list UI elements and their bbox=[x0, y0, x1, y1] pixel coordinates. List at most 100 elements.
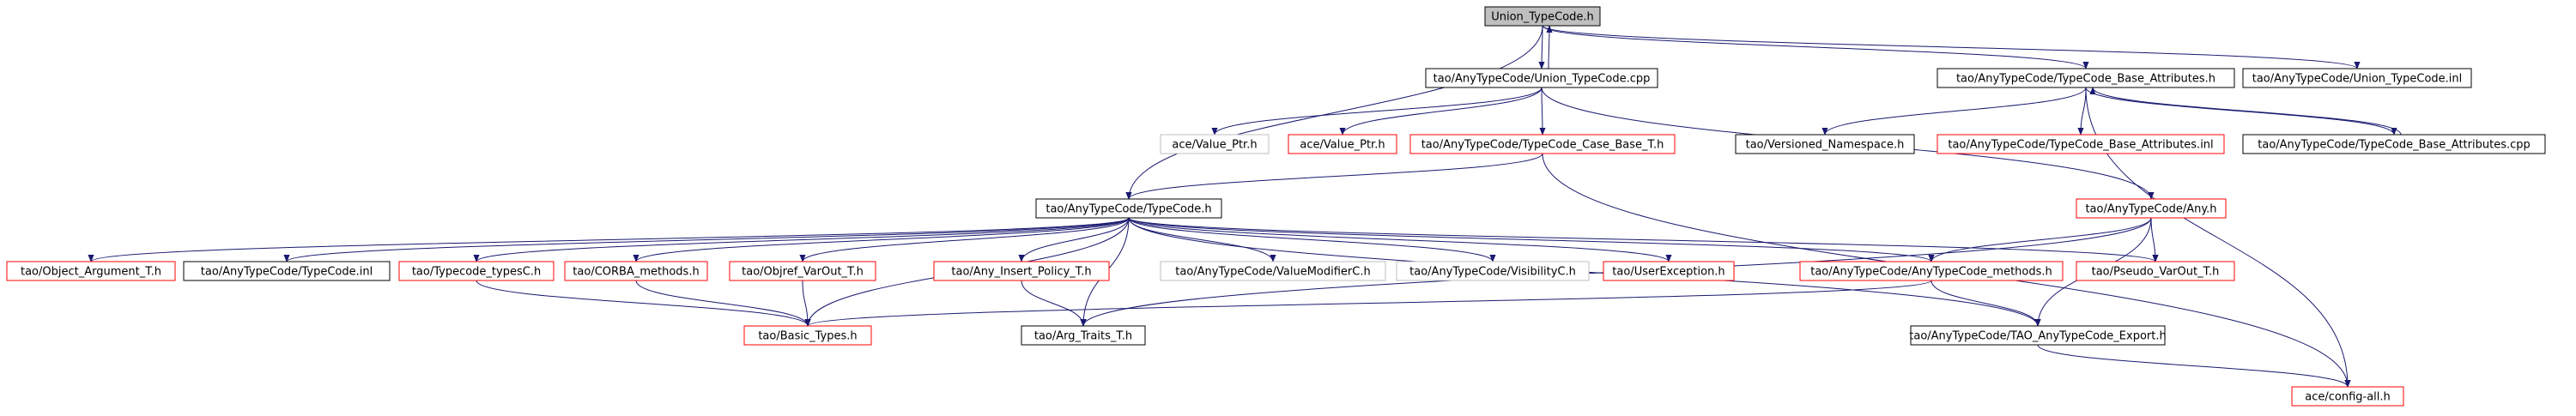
node-label: tao/Basic_Types.h bbox=[758, 330, 857, 343]
node-config[interactable]: ace/config-all.h bbox=[2291, 386, 2404, 407]
node-box bbox=[1396, 261, 1590, 281]
node-any[interactable]: tao/AnyTypeCode/Any.h bbox=[2076, 198, 2227, 219]
node-box bbox=[183, 261, 391, 281]
node-casebase[interactable]: tao/AnyTypeCode/TypeCode_Case_Base_T.h bbox=[1409, 134, 1676, 154]
node-tcba_inl[interactable]: tao/AnyTypeCode/TypeCode_Base_Attributes… bbox=[1937, 134, 2225, 154]
edge-atcm-to-basic bbox=[804, 280, 1932, 327]
edge-tcba_cpp-to-tcba_h bbox=[2089, 87, 2402, 136]
node-typecode[interactable]: tao/AnyTypeCode/TypeCode.h bbox=[1035, 198, 1222, 219]
edge-typecode-to-valmod bbox=[1128, 217, 1276, 262]
node-basic[interactable]: tao/Basic_Types.h bbox=[743, 325, 872, 346]
edge-objref-to-basic bbox=[802, 280, 811, 327]
node-box bbox=[1937, 68, 2235, 88]
node-label: tao/Versioned_Namespace.h bbox=[1746, 139, 1905, 152]
node-box bbox=[1288, 134, 1397, 154]
edge-typecode-to-pseudo bbox=[1128, 217, 2159, 262]
edge-export-to-config bbox=[2037, 344, 2351, 388]
node-box bbox=[1035, 198, 1222, 219]
node-label: tao/Any_Insert_Policy_T.h bbox=[951, 266, 1091, 279]
node-label: tao/AnyTypeCode/Union_TypeCode.cpp bbox=[1433, 73, 1651, 86]
edge-typecode-to-visib bbox=[1128, 217, 1496, 262]
node-label: tao/AnyTypeCode/VisibilityC.h bbox=[1409, 266, 1576, 279]
node-tctypes[interactable]: tao/Typecode_typesC.h bbox=[398, 261, 555, 281]
edge-corba-to-basic bbox=[635, 280, 811, 327]
node-label: tao/Typecode_typesC.h bbox=[412, 266, 541, 279]
node-label: tao/Object_Argument_T.h bbox=[21, 266, 161, 279]
node-visib[interactable]: tao/AnyTypeCode/VisibilityC.h bbox=[1396, 261, 1590, 281]
node-box bbox=[2076, 261, 2235, 281]
edge-typecode-to-tctypes bbox=[473, 217, 1130, 262]
node-box bbox=[6, 261, 176, 281]
node-label: Union_TypeCode.h bbox=[1491, 11, 1594, 24]
edge-ucpp-to-valptr_gray bbox=[1211, 87, 1543, 136]
edge-casebase-to-typecode bbox=[1125, 153, 1543, 200]
node-label: tao/CORBA_methods.h bbox=[573, 266, 699, 279]
node-box bbox=[729, 261, 876, 281]
node-box bbox=[1160, 134, 1270, 154]
node-anyins[interactable]: tao/Any_Insert_Policy_T.h bbox=[933, 261, 1110, 281]
node-label: ace/config-all.h bbox=[2305, 391, 2391, 404]
node-label: tao/Arg_Traits_T.h bbox=[1034, 330, 1132, 343]
node-box bbox=[398, 261, 555, 281]
edge-root-to-typecode bbox=[1125, 25, 1543, 200]
node-valptr_red[interactable]: ace/Value_Ptr.h bbox=[1288, 134, 1397, 154]
edge-root-to-tcba_h bbox=[1542, 25, 2089, 69]
edge-any-to-atcm bbox=[1928, 217, 2152, 262]
node-label: ace/Value_Ptr.h bbox=[1172, 139, 1257, 152]
node-pseudo[interactable]: tao/Pseudo_VarOut_T.h bbox=[2076, 261, 2235, 281]
edge-tcba_h-to-tcba_inl bbox=[2077, 87, 2087, 136]
node-box bbox=[1799, 261, 2064, 281]
node-valmod[interactable]: tao/AnyTypeCode/ValueModifierC.h bbox=[1160, 261, 1386, 281]
node-objarg[interactable]: tao/Object_Argument_T.h bbox=[6, 261, 176, 281]
node-box bbox=[743, 325, 872, 346]
node-argtr[interactable]: tao/Arg_Traits_T.h bbox=[1021, 325, 1146, 346]
edge-typecode-to-objarg bbox=[88, 217, 1130, 262]
node-tcinl[interactable]: tao/AnyTypeCode/TypeCode.inl bbox=[183, 261, 391, 281]
node-box bbox=[1735, 134, 1915, 154]
edge-typecode-to-corba bbox=[633, 217, 1130, 262]
edge-any-to-pseudo bbox=[2150, 217, 2159, 262]
node-box bbox=[933, 261, 1110, 281]
node-objref[interactable]: tao/Objref_VarOut_T.h bbox=[729, 261, 876, 281]
node-atcm[interactable]: tao/AnyTypeCode/AnyTypeCode_methods.h bbox=[1799, 261, 2064, 281]
node-label: tao/AnyTypeCode/TypeCode.inl bbox=[201, 266, 373, 279]
node-ucpp[interactable]: tao/AnyTypeCode/Union_TypeCode.cpp bbox=[1425, 68, 1658, 88]
node-label: tao/AnyTypeCode/TypeCode_Case_Base_T.h bbox=[1421, 139, 1664, 152]
node-box bbox=[2076, 198, 2227, 219]
node-label: tao/Pseudo_VarOut_T.h bbox=[2092, 266, 2220, 279]
node-box bbox=[2291, 386, 2404, 407]
node-valptr_gray[interactable]: ace/Value_Ptr.h bbox=[1160, 134, 1270, 154]
node-label: tao/AnyTypeCode/TypeCode_Base_Attributes… bbox=[1948, 139, 2213, 152]
node-export[interactable]: tao/AnyTypeCode/TAO_AnyTypeCode_Export.h bbox=[1909, 325, 2167, 346]
edge-typecode-to-objref bbox=[799, 217, 1130, 262]
node-box bbox=[1484, 6, 1601, 27]
node-label: tao/AnyTypeCode/Any.h bbox=[2085, 203, 2216, 216]
edge-typecode-to-tcinl bbox=[283, 217, 1130, 262]
node-label: tao/AnyTypeCode/AnyTypeCode_methods.h bbox=[1810, 266, 2052, 279]
node-label: ace/Value_Ptr.h bbox=[1300, 139, 1385, 152]
node-corba[interactable]: tao/CORBA_methods.h bbox=[564, 261, 708, 281]
node-box bbox=[564, 261, 708, 281]
node-box bbox=[2242, 134, 2546, 154]
node-tcba_cpp[interactable]: tao/AnyTypeCode/TypeCode_Base_Attributes… bbox=[2242, 134, 2546, 154]
node-label: tao/AnyTypeCode/TypeCode_Base_Attributes… bbox=[2258, 139, 2531, 152]
node-uinl[interactable]: tao/AnyTypeCode/Union_TypeCode.inl bbox=[2242, 68, 2472, 88]
node-box bbox=[1409, 134, 1676, 154]
node-label: tao/UserException.h bbox=[1612, 266, 1724, 279]
edge-typecode-to-anyins bbox=[1018, 217, 1130, 262]
node-label: tao/AnyTypeCode/TypeCode_Base_Attributes… bbox=[1956, 73, 2215, 86]
node-box bbox=[1603, 261, 1735, 281]
node-userex[interactable]: tao/UserException.h bbox=[1603, 261, 1735, 281]
node-versioned[interactable]: tao/Versioned_Namespace.h bbox=[1735, 134, 1915, 154]
edge-ucpp-to-valptr_red bbox=[1339, 87, 1543, 136]
edges-layer bbox=[88, 25, 2402, 388]
edge-typecode-to-atcm bbox=[1128, 217, 1935, 262]
node-label: tao/AnyTypeCode/TypeCode.h bbox=[1046, 203, 1211, 216]
edge-ucpp-to-casebase bbox=[1539, 87, 1546, 136]
edge-root-to-uinl bbox=[1542, 25, 2361, 69]
node-box bbox=[1160, 261, 1386, 281]
node-box bbox=[1937, 134, 2225, 154]
node-tcba_h[interactable]: tao/AnyTypeCode/TypeCode_Base_Attributes… bbox=[1937, 68, 2235, 88]
node-label: tao/Objref_VarOut_T.h bbox=[742, 266, 864, 279]
node-box bbox=[1021, 325, 1146, 346]
